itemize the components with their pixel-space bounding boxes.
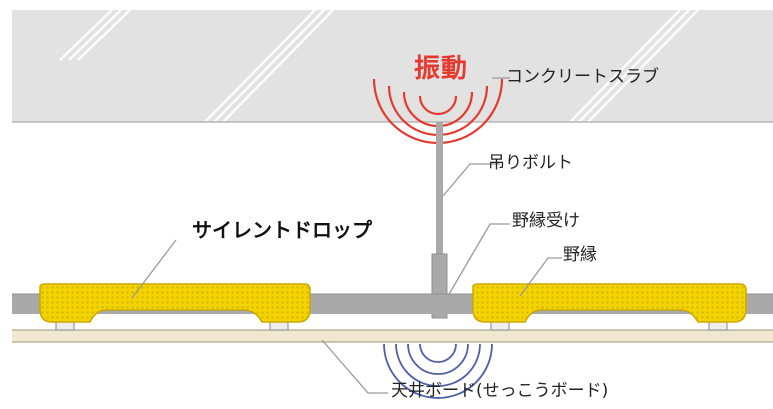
hanging-bolt-label: 吊りボルト	[488, 153, 573, 173]
vibration-label: 振動	[414, 54, 469, 84]
furring-strip-label: 野縁	[563, 245, 597, 265]
silent-drop-pad-right	[472, 283, 747, 323]
leader-lines	[131, 77, 562, 394]
furring-feet	[55, 317, 728, 331]
product-name-label: サイレントドロップ	[192, 218, 372, 242]
concrete-slab-label: コンクリートスラブ	[506, 67, 659, 87]
ceiling-board	[12, 329, 773, 343]
channel-label: 野縁受け	[512, 211, 580, 231]
sound-waves	[383, 343, 493, 399]
ceiling-board-label: 天井ボード(せっこうボード)	[391, 381, 609, 401]
silent-drop-pad-left	[39, 283, 311, 323]
hanging-bolt	[431, 122, 448, 319]
